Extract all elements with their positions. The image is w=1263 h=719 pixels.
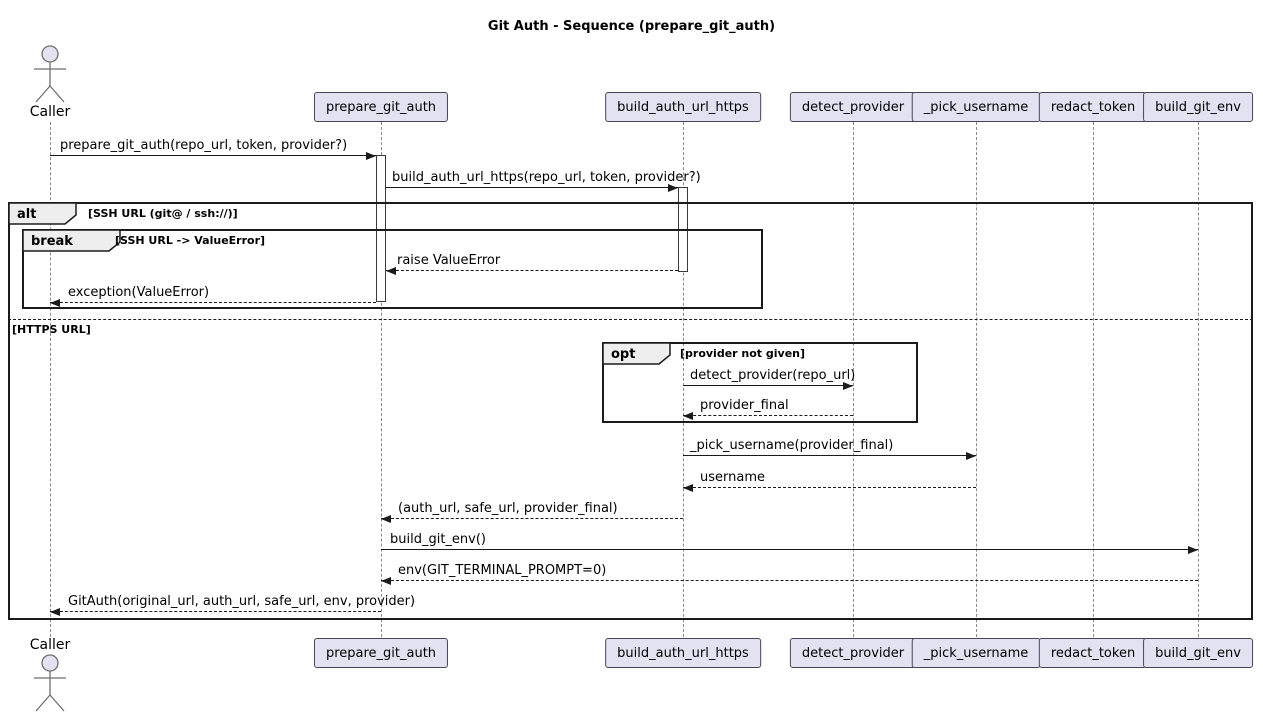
fragment-keyword: opt [611,347,635,362]
participant-bottom-prepare-git-auth: prepare_git_auth [313,638,449,668]
message-label: prepare_git_auth(repo_url, token, provid… [60,138,348,153]
participant-bottom-redact-token: redact_token [1038,638,1148,668]
arrowhead-icon [668,184,678,192]
diagram-title: Git Auth - Sequence (prepare_git_auth) [487,19,776,34]
message-label: build_git_env() [390,532,487,547]
fragment-condition-break: [SSH URL -> ValueError] [115,234,266,247]
participant-bottom-pick-username: _pick_username [911,638,1041,668]
message-label: exception(ValueError) [68,285,210,300]
message-label: provider_final [700,398,789,413]
lifeline-pick-username [976,122,977,637]
activation-bar-prepare-git-auth [376,155,386,302]
message-line [50,155,376,156]
message-line [683,455,976,456]
participant-bottom-build-auth-url-https: build_auth_url_https [605,638,761,668]
arrowhead-icon [386,267,396,275]
participant-top-build-git-env: build_git_env [1143,92,1253,122]
arrowhead-icon [1188,546,1198,554]
message-line [50,611,381,612]
participant-top-prepare-git-auth: prepare_git_auth [313,92,449,122]
message-line [381,580,1198,581]
participant-top-redact-token: redact_token [1038,92,1148,122]
participant-top-pick-username: _pick_username [911,92,1041,122]
message-label: detect_provider(repo_url) [690,368,856,383]
message-label: build_auth_url_https(repo_url, token, pr… [392,170,701,185]
lifeline-redact-token [1093,122,1094,637]
arrowhead-icon [381,577,391,585]
lifeline-detect-provider [853,122,854,637]
arrowhead-icon [50,299,60,307]
message-label: env(GIT_TERMINAL_PROMPT=0) [398,563,607,578]
message-line [50,302,376,303]
arrowhead-icon [381,515,391,523]
lifeline-build-git-env [1198,122,1199,637]
lifeline-build-auth-url-https [683,122,684,637]
actor-label-top: Caller [29,104,71,120]
fragment-condition-opt: [provider not given] [680,347,806,360]
message-line [386,270,678,271]
actor-label-bottom: Caller [29,637,71,653]
fragment-tab-break: break [22,229,121,252]
actor-icon-top [34,45,66,103]
message-line [683,385,853,386]
fragment-tab-alt: alt [8,202,77,225]
lifeline-caller [50,122,51,637]
fragment-opt: opt [602,342,918,423]
fragment-condition-alt: [SSH URL (git@ / ssh://)] [88,207,238,220]
message-line [386,187,678,188]
arrowhead-icon [366,152,376,160]
participant-top-detect-provider: detect_provider [789,92,917,122]
arrowhead-icon [966,452,976,460]
alt-else-label: [HTTPS URL] [12,323,91,336]
arrowhead-icon [843,382,853,390]
fragment-keyword: break [31,234,73,249]
lifeline-prepare-git-auth [381,122,382,637]
participant-top-build-auth-url-https: build_auth_url_https [605,92,761,122]
alt-else-divider [8,319,1253,320]
message-label: raise ValueError [397,253,501,268]
participant-bottom-detect-provider: detect_provider [789,638,917,668]
arrowhead-icon [683,412,693,420]
message-label: (auth_url, safe_url, provider_final) [398,501,618,516]
fragment-break: break [22,229,763,309]
participant-bottom-build-git-env: build_git_env [1143,638,1253,668]
message-line [683,487,976,488]
fragment-tab-opt: opt [602,342,671,365]
message-line [381,549,1198,550]
message-label: username [700,470,765,485]
message-label: _pick_username(provider_final) [690,438,894,453]
message-line [381,518,683,519]
message-line [683,415,853,416]
arrowhead-icon [50,608,60,616]
arrowhead-icon [683,484,693,492]
fragment-alt: alt [8,202,1253,620]
actor-icon-bottom [34,654,66,712]
fragment-keyword: alt [17,207,36,222]
message-label: GitAuth(original_url, auth_url, safe_url… [68,594,416,609]
